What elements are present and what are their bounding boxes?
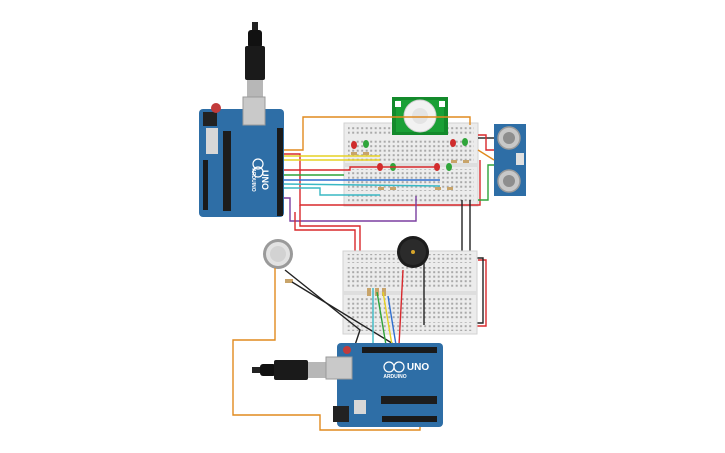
wires-between [294, 200, 487, 327]
resistor[interactable] [363, 152, 369, 155]
usb-port [325, 356, 353, 380]
wires-bottom [232, 262, 425, 431]
board-logo: UNO [260, 170, 270, 190]
arduino-uno-bottom[interactable]: UNO ARDUINO [325, 343, 443, 427]
arduino-uno-top[interactable]: UNO ARDUINO [199, 96, 284, 217]
breadboard-top[interactable] [343, 122, 479, 207]
round-sensor[interactable] [263, 239, 293, 269]
usb-port [242, 96, 266, 126]
infinity-logo-icon [252, 166, 264, 178]
resistor[interactable] [463, 160, 469, 163]
resistor[interactable] [378, 187, 384, 190]
power-jack [333, 406, 349, 422]
resistor[interactable] [390, 187, 396, 190]
board-brand: ARDUINO [250, 168, 256, 191]
digital-header [362, 347, 437, 353]
piezo-buzzer[interactable] [397, 236, 429, 268]
usb-cable-bottom [252, 360, 328, 380]
power-jack [203, 112, 217, 126]
power-header [203, 160, 208, 210]
microcontroller-chip [381, 396, 437, 404]
microcontroller-chip [223, 131, 231, 211]
resistor[interactable] [435, 187, 441, 190]
resistor[interactable] [382, 288, 386, 296]
resistor[interactable] [285, 279, 293, 283]
led-green-1[interactable] [363, 140, 369, 148]
usb-cable-top [245, 22, 265, 100]
board-brand: ARDUINO [383, 374, 406, 380]
resistor[interactable] [367, 288, 371, 296]
reset-button[interactable] [343, 346, 351, 354]
resistor[interactable] [351, 152, 357, 155]
reset-button[interactable] [211, 103, 221, 113]
board-logo: UNO [407, 362, 429, 373]
power-header [382, 416, 437, 422]
infinity-logo-icon [393, 361, 405, 373]
pir-sensor[interactable] [392, 97, 448, 135]
led-green-4[interactable] [446, 163, 452, 171]
resistor[interactable] [447, 187, 453, 190]
digital-header [277, 128, 283, 216]
resistor[interactable] [451, 160, 457, 163]
regulator [206, 128, 218, 154]
led-red-1[interactable] [351, 141, 357, 149]
led-green-3[interactable] [462, 138, 468, 146]
infinity-logo-icon [252, 158, 264, 170]
led-red-3[interactable] [450, 139, 456, 147]
wires-top [283, 116, 495, 222]
ultrasonic-sensor[interactable] [494, 124, 526, 196]
regulator [354, 400, 366, 414]
